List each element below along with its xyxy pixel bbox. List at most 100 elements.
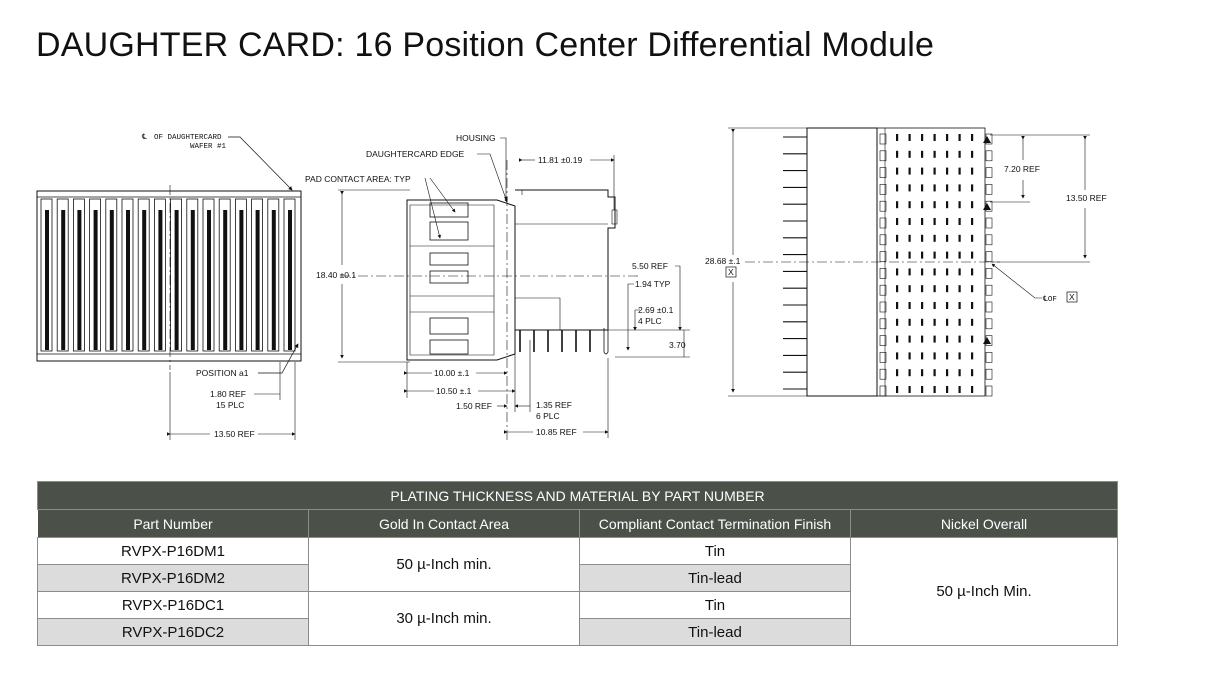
- contact: [946, 201, 949, 209]
- dim-1-94: 1.94 TYP: [635, 279, 671, 289]
- middle-view: HOUSING DAUGHTERCARD EDGE PAD CONTACT AR…: [305, 133, 690, 440]
- contact: [921, 352, 924, 360]
- wafer-label: WAFER #1: [190, 143, 227, 151]
- tab: [985, 150, 993, 162]
- contact: [958, 150, 961, 158]
- finish-cell: Tin: [579, 537, 851, 565]
- tab: [879, 150, 887, 162]
- contact: [896, 150, 899, 158]
- dim-10-50: 10.50 ±.1: [436, 386, 472, 396]
- contact: [921, 386, 924, 393]
- wafer-contact: [109, 210, 114, 350]
- tab: [879, 318, 887, 330]
- dim-2-69: 2.69 ±0.1: [638, 305, 674, 315]
- tab: [879, 184, 887, 195]
- contact: [908, 150, 911, 158]
- contact: [946, 268, 949, 276]
- wafer-contact: [158, 210, 163, 350]
- contact: [946, 184, 949, 192]
- contact: [908, 134, 911, 141]
- contact: [896, 268, 899, 276]
- cl-of-label: ℄OF: [1042, 295, 1057, 304]
- contact: [958, 167, 961, 175]
- tab: [879, 234, 887, 246]
- contact: [933, 234, 936, 242]
- tab: [985, 167, 993, 178]
- contact: [958, 318, 961, 326]
- dim-28-68: 28.68 ±.1: [705, 256, 741, 266]
- contact: [958, 285, 961, 293]
- wafer: [40, 198, 53, 352]
- contact: [933, 302, 936, 309]
- contact: [971, 302, 974, 309]
- position-a1-label: POSITION a1: [196, 368, 249, 378]
- contact: [921, 268, 924, 276]
- dim-5-50: 5.50 REF: [632, 261, 668, 271]
- contact: [933, 251, 936, 259]
- tab: [985, 368, 993, 380]
- contact: [933, 150, 936, 158]
- wafer: [218, 198, 231, 352]
- contact: [896, 234, 899, 242]
- contact: [971, 150, 974, 158]
- tab: [985, 385, 993, 397]
- contact: [933, 134, 936, 141]
- contact: [896, 318, 899, 326]
- tab: [985, 318, 993, 330]
- contact: [896, 218, 899, 225]
- contact: [921, 201, 924, 209]
- alignment-tabs: [879, 133, 993, 397]
- contact: [971, 285, 974, 293]
- contact: [933, 318, 936, 326]
- part-number-cell: RVPX-P16DC1: [37, 591, 309, 619]
- datum-x: X: [728, 267, 734, 277]
- table-row: RVPX-P16DM1 50 µ-Inch min. Tin 50 µ-Inch…: [37, 537, 1118, 646]
- wafer: [105, 198, 118, 352]
- nickel-thickness-cell: 50 µ-Inch Min.: [850, 537, 1118, 646]
- wafer-contact: [288, 210, 292, 350]
- contact: [971, 234, 974, 242]
- wafer-contact: [271, 210, 276, 350]
- contact: [933, 218, 936, 225]
- tab: [879, 200, 887, 212]
- cl-daughtercard-label: OF DAUGHTERCARD: [154, 134, 222, 142]
- contact: [921, 134, 924, 141]
- left-view: ℄ OF DAUGHTERCARD WAFER #1 POSITION a1 1…: [36, 133, 302, 440]
- contact: [908, 369, 911, 377]
- contact: [908, 201, 911, 209]
- dim-7-20: 7.20 REF: [1004, 164, 1040, 174]
- part-number-cell: RVPX-P16DC2: [37, 618, 309, 646]
- tab: [985, 234, 993, 246]
- wafer-contact: [207, 210, 211, 350]
- table-row: RVPX-P16DM2 Tin-lead: [37, 564, 1118, 592]
- contact: [958, 251, 961, 259]
- compliant-pins: [519, 330, 591, 352]
- contact: [933, 167, 936, 175]
- contact: [908, 234, 911, 242]
- tab: [985, 284, 993, 296]
- contact: [908, 167, 911, 175]
- datum-x-2: X: [1069, 292, 1075, 302]
- finish-cell: Tin: [579, 591, 851, 619]
- contact: [896, 386, 899, 393]
- contact: [908, 302, 911, 309]
- table-row: RVPX-P16DC1 30 µ-Inch min. Tin: [37, 591, 1118, 646]
- contact: [933, 369, 936, 377]
- contact: [958, 134, 961, 141]
- contact: [933, 201, 936, 209]
- contact: [958, 268, 961, 276]
- tab: [879, 251, 887, 262]
- right-view: 28.68 ±.1 X 7.20 REF 13.50 REF ℄OF X: [705, 127, 1107, 397]
- contact: [946, 285, 949, 293]
- contact: [946, 134, 949, 141]
- contact: [958, 386, 961, 393]
- contact: [921, 251, 924, 259]
- contact: [896, 302, 899, 309]
- tab: [985, 251, 993, 262]
- contact: [908, 386, 911, 393]
- contact: [896, 369, 899, 377]
- wafer: [202, 198, 215, 352]
- dim-pitch-count: 15 PLC: [216, 400, 244, 410]
- connector-drawing: ℄ OF DAUGHTERCARD WAFER #1 POSITION a1 1…: [36, 127, 1107, 440]
- wafer-contact: [77, 210, 82, 350]
